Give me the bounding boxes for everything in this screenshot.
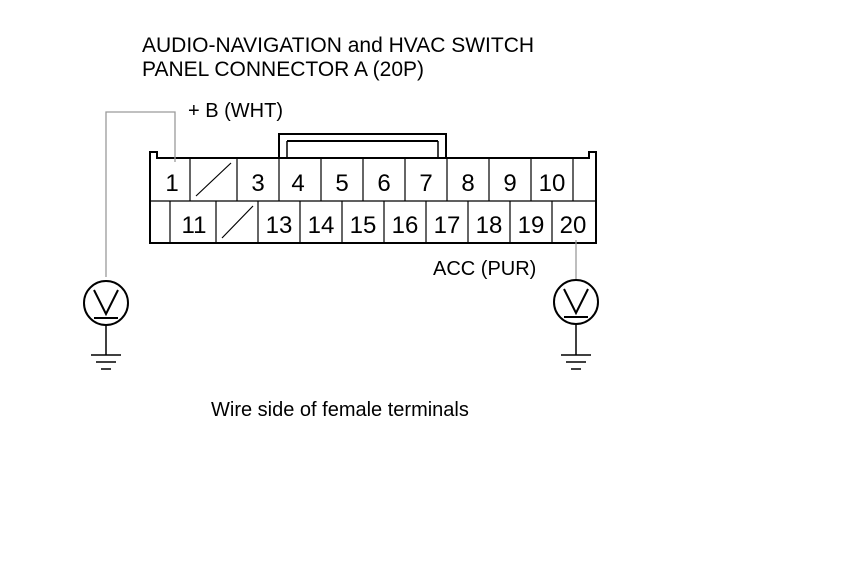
terminal-15: 15 [350, 212, 377, 239]
terminal-11: 11 [182, 212, 207, 239]
terminal-8: 8 [461, 170, 474, 197]
ground-icon [561, 324, 591, 370]
title-line-1: AUDIO-NAVIGATION and HVAC SWITCH [142, 34, 534, 57]
left-probe-wire [105, 111, 176, 277]
terminal-3: 3 [251, 170, 264, 197]
title-line-2: PANEL CONNECTOR A (20P) [142, 58, 424, 81]
terminal-5: 5 [335, 170, 348, 197]
connector-housing [149, 133, 597, 244]
terminal-7: 7 [419, 170, 432, 197]
terminal-19: 19 [518, 212, 545, 239]
top-row-terminals: 1 3 4 5 6 7 8 9 10 [165, 170, 565, 197]
terminal-13: 13 [266, 212, 293, 239]
terminal-10: 10 [539, 170, 566, 197]
empty-cavity-top [195, 162, 232, 197]
terminal-18: 18 [476, 212, 503, 239]
terminal-9: 9 [503, 170, 516, 197]
terminal-17: 17 [434, 212, 461, 239]
terminal-4: 4 [291, 170, 304, 197]
empty-cavity-bottom [221, 205, 254, 239]
ground-icon [91, 325, 121, 370]
bottom-row-terminals: 11 13 14 15 16 17 18 19 20 [182, 212, 587, 239]
terminal-16: 16 [392, 212, 419, 239]
terminal-20: 20 [560, 212, 587, 239]
terminal-14: 14 [308, 212, 335, 239]
terminal-6: 6 [377, 170, 390, 197]
caption: Wire side of female terminals [211, 399, 469, 421]
right-probe-label: ACC (PUR) [433, 258, 536, 280]
left-probe-label: + B (WHT) [188, 100, 283, 122]
terminal-1: 1 [165, 170, 178, 197]
